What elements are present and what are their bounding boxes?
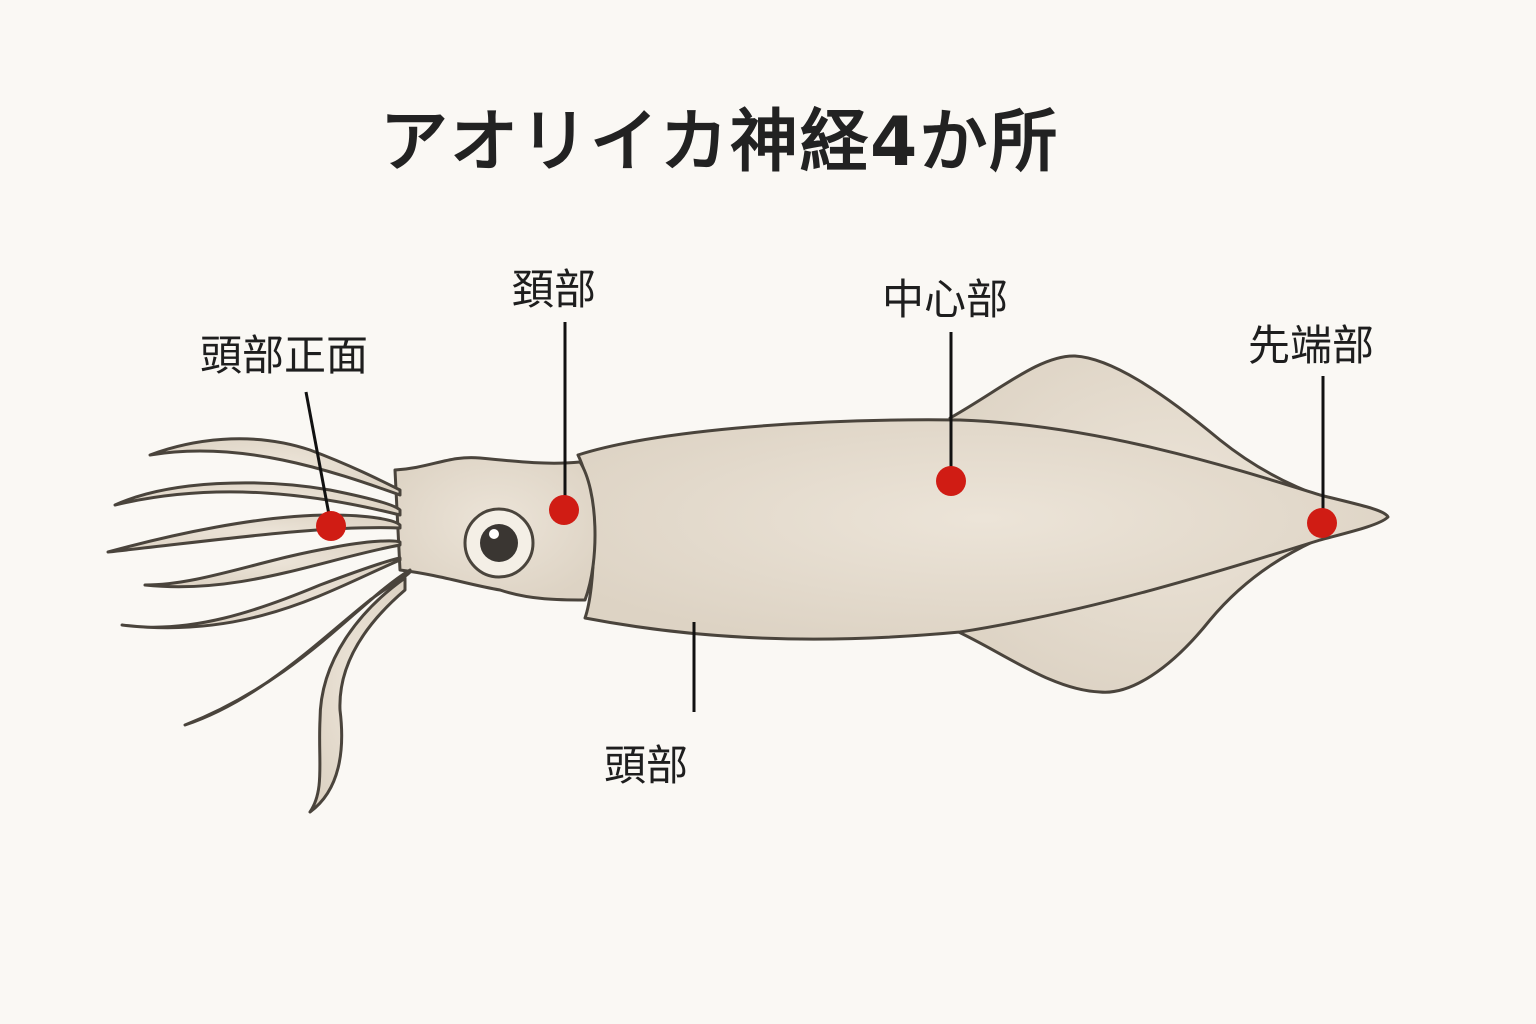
marker-dot-neck [549,495,579,525]
tentacle [183,568,412,727]
eye [463,507,535,579]
label-head-front: 頭部正面 [200,331,369,380]
arm [120,556,402,630]
label-tip: 先端部 [1248,321,1375,370]
arm [148,437,402,497]
label-neck: 頚部 [512,265,597,314]
arm [143,539,402,589]
marker-dot-tip [1307,508,1337,538]
mantle [576,418,1390,641]
marker-dot-head-front [316,511,346,541]
arm [113,481,402,517]
leader-line-head-front [304,391,332,521]
label-center: 中心部 [882,275,1009,324]
tentacle [308,576,407,814]
diagram-title: アオリイカ神経4か所 [380,103,1060,182]
label-head-bottom: 頭部 [604,741,689,790]
marker-dot-center [936,466,966,496]
